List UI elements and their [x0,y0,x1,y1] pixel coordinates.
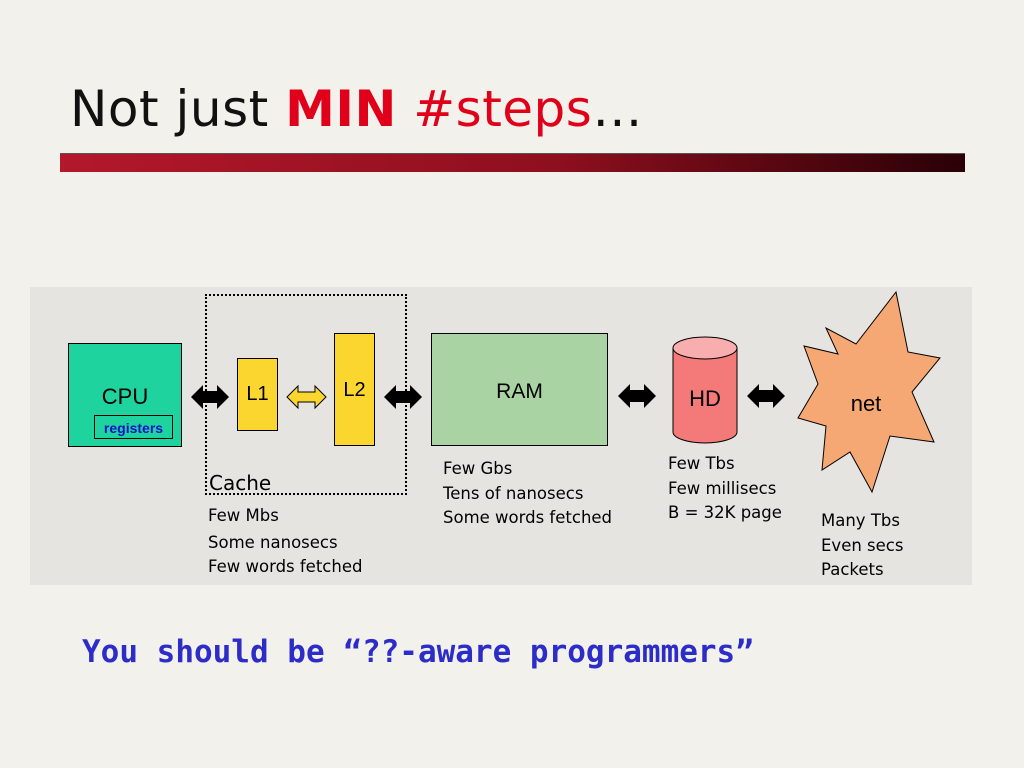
double-arrow-icon [286,384,327,410]
l2-cache-box: L2 [334,333,375,446]
hd-disk-cylinder: HD [672,336,738,444]
net-notes: Many Tbs Even secs Packets [821,509,903,583]
net-starburst: net [797,290,941,494]
hd-label: HD [689,386,721,411]
net-label: net [851,391,882,416]
title-underline-bar [60,153,965,172]
l2-label: L2 [343,379,366,401]
title-min: MIN [285,80,397,138]
net-note-latency: Even secs [821,535,904,555]
double-arrow-icon [384,385,422,409]
cache-note-capacity: Few Mbs [208,506,279,525]
ram-notes: Few Gbs Tens of nanosecs Some words fetc… [443,457,612,531]
hd-note-latency: Few millisecs [668,478,777,498]
registers-box: registers [94,415,173,439]
hd-note-page: B = 32K page [668,503,782,522]
net-note-capacity: Many Tbs [821,511,900,530]
hd-note-capacity: Few Tbs [668,454,735,473]
ram-label: RAM [496,380,543,403]
footer-statement: You should be “??-aware programmers” [82,634,754,670]
double-arrow-icon [747,384,785,408]
cpu-box: CPU registers [68,343,182,447]
title-prefix: Not just [70,80,286,138]
double-arrow-icon [191,385,229,409]
ram-note-fetch: Some words fetched [443,508,613,527]
cpu-label: CPU [101,384,149,409]
cache-note-latency: Some nanosecs [208,532,338,552]
cache-note-fetch: Few words fetched [208,557,363,576]
cache-notes: Few Mbs Some nanosecs Few words fetched [208,504,362,580]
net-note-unit: Packets [821,560,884,579]
hd-notes: Few Tbs Few millisecs B = 32K page [668,452,782,526]
ram-note-latency: Tens of nanosecs [443,483,584,503]
ram-note-capacity: Few Gbs [443,459,513,478]
title-steps: #steps [413,80,593,138]
ram-box: RAM [431,333,608,446]
cache-label: Cache [209,471,272,495]
title-suffix: … [592,80,643,138]
l1-label: L1 [246,383,269,405]
double-arrow-icon [618,384,656,408]
l1-cache-box: L1 [237,358,278,431]
slide-title: Not just MIN #steps… [70,80,643,138]
